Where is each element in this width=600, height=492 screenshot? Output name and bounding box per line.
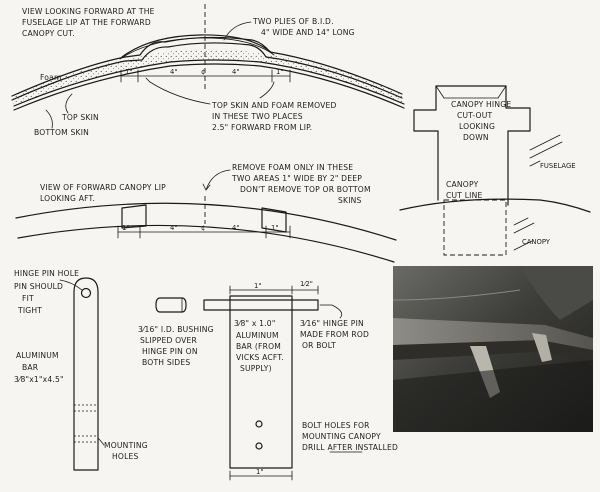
hinge-pin-note-group: 3⁄16" HINGE PIN MADE FROM ROD OR BOLT (300, 304, 372, 350)
foam-pocket-left (121, 204, 147, 229)
removal-leader-left (145, 77, 211, 105)
hinge-pin-hole-note: HINGE PIN HOLE PIN SHOULD FIT TIGHT (14, 269, 82, 315)
dim-1-right: 1" (276, 68, 283, 76)
removal-leader-right (259, 81, 275, 99)
mounting-holes-label: MOUNTING HOLES (104, 441, 150, 461)
canopy-hatch (513, 217, 535, 251)
bottom-skin-inner (13, 63, 405, 111)
top-skin-label: TOP SKIN (61, 113, 99, 122)
bottom-skin-line (13, 59, 405, 107)
svg-text:1⁄2": 1⁄2" (300, 280, 313, 288)
bolt-hole-upper (255, 420, 263, 428)
top-skin-line (11, 36, 403, 97)
canopy-bar-side-dimension: 1⁄2" (291, 280, 319, 295)
svg-text:1": 1" (254, 282, 261, 290)
bottom-skin-label: BOTTOM SKIN (34, 128, 89, 137)
dim-1-left: 1" (125, 68, 132, 76)
lip-inner-arc (17, 224, 395, 263)
canopy-cut-line (399, 198, 591, 213)
hinge-pin-rod (203, 299, 319, 311)
hinge-cutout-view: CANOPY HINGE CUT-OUT LOOKING DOWN CANOPY… (399, 85, 591, 256)
drill-after-note: DRILL AFTER INSTALLED (302, 443, 398, 452)
dim-4-right: 4" (232, 68, 239, 76)
cutout-label: CANOPY HINGE CUT-OUT LOOKING DOWN (451, 100, 514, 142)
hinge-bar-outline (73, 277, 99, 471)
section-view: VIEW LOOKING FORWARD AT THE FUSELAGE LIP… (11, 4, 405, 137)
bottom-skin-leader (45, 109, 53, 129)
hinge-pin-leader (319, 304, 343, 319)
bushing-detail: 3⁄16" I.D. BUSHING SLIPPED OVER HINGE PI… (138, 297, 216, 367)
installed-hinge-photo (392, 266, 593, 432)
section-view-title: VIEW LOOKING FORWARD AT THE FUSELAGE LIP… (22, 7, 157, 38)
bolt-holes-note: BOLT HOLES FOR MOUNTING CANOPY (302, 421, 381, 441)
bolt-hole-lower (255, 442, 263, 450)
canopy-bar-top-dimension: 1" (229, 282, 293, 295)
top-skin-inner (11, 42, 403, 101)
hinge-pin-note: 3⁄16" HINGE PIN MADE FROM ROD OR BOLT (300, 319, 372, 350)
lip-dim-4-left: 4" (170, 224, 177, 232)
dim-4-left: 4" (170, 68, 177, 76)
canopy-label: CANOPY (522, 238, 551, 246)
bid-plies (121, 34, 273, 58)
section-dimensions: 1" 4" ¢ 4" 1" (120, 68, 291, 83)
cutout-chamfer-right (497, 85, 507, 99)
canopy-bar-outline (229, 295, 293, 469)
mounting-holes-leader (97, 437, 105, 446)
hinge-pin-hole (80, 287, 92, 299)
photo-canopy-frame (393, 266, 593, 320)
lip-outer-arc (15, 202, 397, 241)
canopy-bar-detail: 1" 1⁄2" 3⁄8" x 1.0" ALUMINUM BAR (FROM V… (203, 280, 319, 481)
lip-view: VIEW OF FORWARD CANOPY LIP LOOKING AFT. … (15, 163, 397, 263)
cut-line-label: CANOPY CUT LINE (446, 180, 482, 200)
photo-lower-shadow (393, 360, 593, 432)
foam-only-note: REMOVE FOAM ONLY IN THESE TWO AREAS 1" W… (231, 163, 373, 205)
bid-plies-2 (119, 37, 275, 60)
pin-hole-leader (59, 279, 83, 291)
lip-dim-center: ¢ (201, 224, 205, 232)
svg-text:1": 1" (256, 468, 263, 476)
lip-dimensions: 1" 4" ¢ 4" 1" (117, 224, 291, 239)
lip-dim-1-left: 1" (122, 224, 129, 232)
lip-view-title: VIEW OF FORWARD CANOPY LIP LOOKING AFT. (40, 183, 169, 203)
bid-ply-note: TWO PLIES OF B.I.D. 4" WIDE AND 14" LONG (252, 17, 355, 37)
foam-label: Foam (40, 73, 62, 82)
bushing-body (155, 297, 187, 313)
canopy-bar-bottom-dimension: 1" (229, 468, 293, 481)
fuselage-label: FUSELAGE (540, 162, 576, 170)
foam-removal-note: TOP SKIN AND FOAM REMOVED IN THESE TWO P… (211, 101, 339, 132)
cutout-outline (413, 85, 531, 206)
canopy-bar-material: 3⁄8" x 1.0" ALUMINUM BAR (FROM VICKS ACF… (234, 319, 287, 373)
foam-core (12, 49, 404, 106)
photo-fuselage-edge (392, 289, 521, 301)
canopy-hinge-hidden (443, 199, 507, 256)
hinge-bar-detail: HINGE PIN HOLE PIN SHOULD FIT TIGHT ALUM… (14, 269, 150, 471)
top-skin-leader (65, 93, 73, 114)
fuselage-hatch (529, 134, 563, 167)
foam-note-leader (205, 169, 231, 191)
dim-center: ¢ (201, 68, 205, 76)
hinge-bar-material: ALUMINUM BAR 3⁄8"x1"x4.5" (14, 351, 64, 384)
bushing-note: 3⁄16" I.D. BUSHING SLIPPED OVER HINGE PI… (138, 325, 216, 367)
foam-note-arrow (202, 183, 211, 191)
photo-hinge-right (532, 333, 552, 362)
cutout-chamfer-left (435, 85, 445, 99)
bolt-holes-note-group: BOLT HOLES FOR MOUNTING CANOPY DRILL AFT… (302, 421, 398, 453)
lip-dim-1-right: 1" (271, 224, 278, 232)
lip-dim-4-right: 4" (232, 224, 239, 232)
